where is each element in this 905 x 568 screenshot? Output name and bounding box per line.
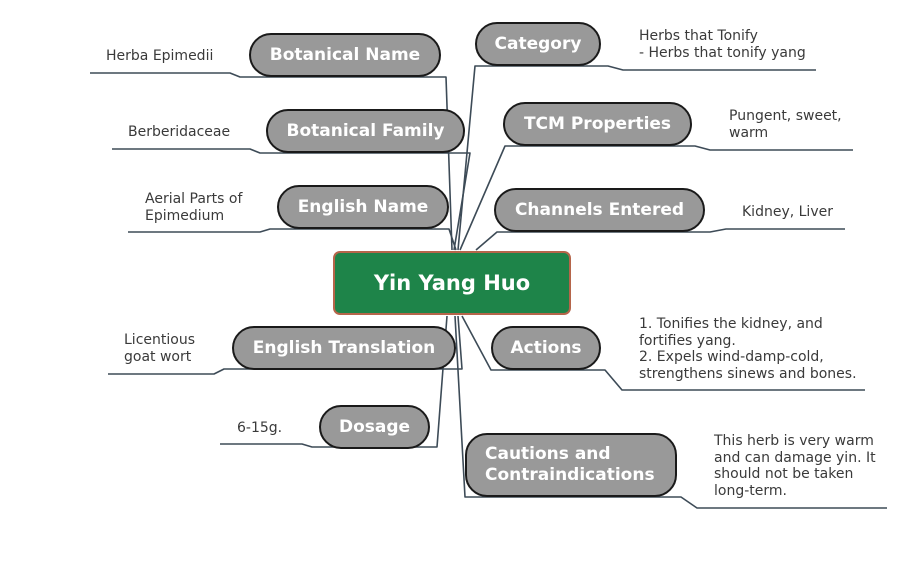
- node-actions[interactable]: Actions: [491, 326, 601, 370]
- note-botanical-family: Berberidaceae: [128, 124, 231, 140]
- node-channels-entered[interactable]: Channels Entered: [494, 188, 705, 232]
- connector-english-translation: [108, 315, 463, 375]
- note-cautions: This herb is very warm and can damage yi…: [714, 433, 876, 499]
- connector-actions: [461, 315, 865, 391]
- connector-cautions: [454, 315, 887, 509]
- connector-tcm-properties: [459, 145, 853, 251]
- node-botanical-name[interactable]: Botanical Name: [249, 33, 441, 77]
- node-botanical-family[interactable]: Botanical Family: [266, 109, 465, 153]
- note-actions: 1. Tonifies the kidney, and fortifies ya…: [639, 316, 857, 382]
- node-cautions[interactable]: Cautions and Contraindications: [465, 433, 677, 497]
- note-botanical-name: Herba Epimedii: [106, 48, 214, 64]
- connector-dosage: [220, 315, 448, 448]
- connector-english-name: [128, 228, 457, 251]
- note-category: Herbs that Tonify - Herbs that tonify ya…: [639, 28, 806, 61]
- connector-category: [457, 65, 816, 251]
- node-tcm-properties[interactable]: TCM Properties: [503, 102, 692, 146]
- note-english-name: Aerial Parts of Epimedium: [145, 191, 243, 224]
- node-english-name[interactable]: English Name: [277, 185, 449, 229]
- node-category[interactable]: Category: [475, 22, 601, 66]
- note-english-translation: Licentious goat wort: [124, 332, 195, 365]
- node-dosage[interactable]: Dosage: [319, 405, 430, 449]
- note-channels-entered: Kidney, Liver: [742, 204, 833, 220]
- note-dosage: 6-15g.: [237, 420, 283, 436]
- connector-channels-entered: [475, 228, 845, 251]
- node-english-translation[interactable]: English Translation: [232, 326, 456, 370]
- central-topic[interactable]: Yin Yang Huo: [333, 251, 571, 315]
- note-tcm-properties: Pungent, sweet, warm: [729, 108, 842, 141]
